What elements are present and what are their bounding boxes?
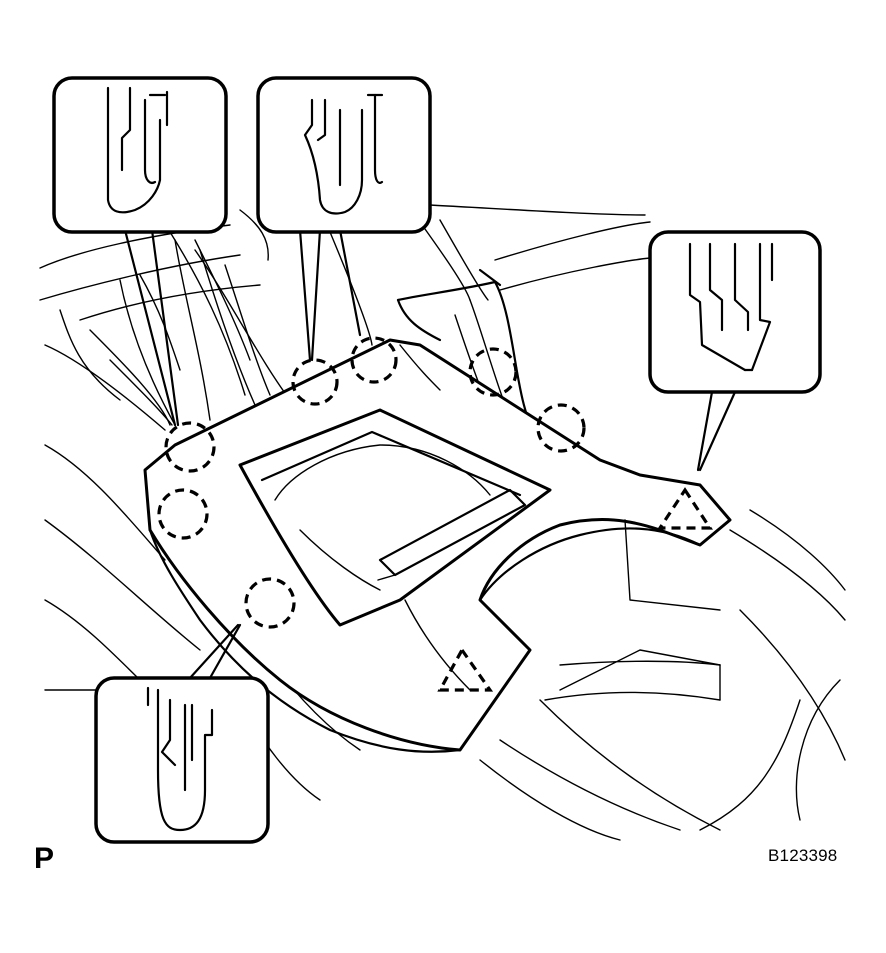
clip-claw-icon [688, 242, 774, 372]
clip-location-markers [157, 336, 586, 629]
figure-code: B123398 [768, 846, 838, 865]
guide-triangle [437, 646, 494, 692]
clip-circle [244, 577, 296, 629]
clip-circle [157, 488, 209, 540]
guide-triangle [657, 487, 713, 530]
background-interior-lines [39, 204, 846, 841]
claw-detail-bottom-left [94, 676, 270, 844]
view-label: P [34, 842, 55, 875]
clip-circle [536, 403, 586, 453]
clip-claw-icon [146, 686, 214, 832]
clip-circle [164, 421, 216, 473]
claw-detail-center-top [256, 76, 432, 234]
claw-detail-left-top [52, 76, 228, 234]
clip-circle [291, 358, 339, 406]
clip-circle [468, 347, 518, 397]
clip-claw-icon [303, 93, 384, 215]
clip-claw-icon [106, 86, 169, 214]
shift-boot [119, 239, 271, 426]
callout-leaders [123, 228, 737, 680]
clip-circle [350, 336, 398, 384]
guide-markers [437, 487, 713, 692]
claw-detail-right [648, 230, 822, 394]
